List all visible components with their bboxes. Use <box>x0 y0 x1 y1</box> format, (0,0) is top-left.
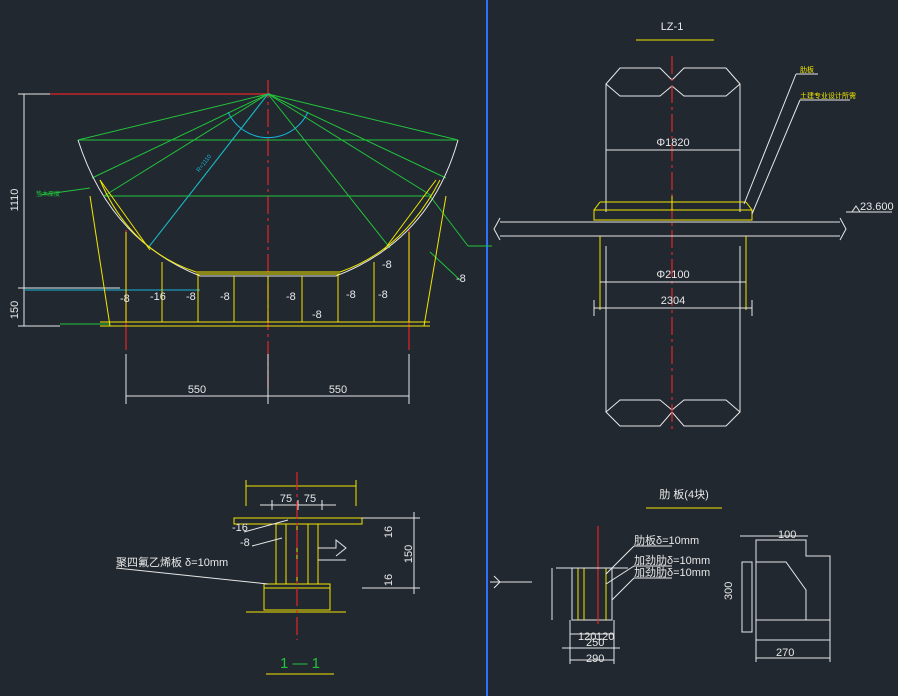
rib-detail-right <box>755 539 831 621</box>
saddle-arc <box>77 139 459 277</box>
svg-text:-8: -8 <box>378 289 388 301</box>
svg-text:-8: -8 <box>312 309 322 321</box>
svg-text:-16: -16 <box>150 291 166 303</box>
angle-arc <box>227 111 309 139</box>
column-lz1-elevation: LZ-1 Φ1820 23.600 肋板 土建专业设计所需 <box>493 21 894 430</box>
svg-text:16: 16 <box>383 526 395 538</box>
svg-text:300: 300 <box>723 582 735 600</box>
top-plate <box>233 517 363 525</box>
svg-text:16: 16 <box>383 574 395 586</box>
svg-text:Φ1820: Φ1820 <box>656 137 689 149</box>
svg-text:-16: -16 <box>232 522 248 534</box>
side-label-text: 垫木厚度 <box>36 190 60 198</box>
svg-text:250: 250 <box>586 637 604 649</box>
radius-line <box>147 93 269 249</box>
svg-text:290: 290 <box>586 653 604 665</box>
svg-text:75: 75 <box>280 493 292 505</box>
svg-text:-8: -8 <box>120 293 130 305</box>
svg-text:加劲肋δ=10mm: 加劲肋δ=10mm <box>634 553 710 567</box>
rib-plate-details: 肋 板(4块) 120 120 250 290 肋板δ=10mm 加劲肋δ=10… <box>490 487 831 665</box>
ptfe-note-text: 聚四氟乙烯板 δ=10mm <box>116 555 228 569</box>
svg-text:-8: -8 <box>220 291 230 303</box>
svg-text:加劲肋δ=10mm: 加劲肋δ=10mm <box>634 565 710 579</box>
svg-text:-8: -8 <box>456 273 466 285</box>
svg-text:270: 270 <box>776 647 794 659</box>
elevation-text: 23.600 <box>860 201 894 213</box>
svg-text:120: 120 <box>578 631 596 643</box>
svg-text:75: 75 <box>304 493 316 505</box>
column-title: LZ-1 <box>661 21 684 33</box>
dim-550-left-text: 550 <box>188 384 206 396</box>
radius-text: R=1110 <box>196 153 214 173</box>
column-bottom-break <box>605 399 741 427</box>
svg-text:-8: -8 <box>286 291 296 303</box>
svg-text:肋板δ=10mm: 肋板δ=10mm <box>634 533 699 547</box>
column-ring-plate <box>593 209 753 221</box>
section-title: 1 — 1 <box>280 655 320 672</box>
svg-text:-8: -8 <box>346 289 356 301</box>
width-2304-text: 2304 <box>661 295 685 307</box>
saddle-support-elevation: 1110 150 垫木厚度 R=1110 <box>9 80 492 404</box>
column-top-break <box>605 67 741 97</box>
svg-text:-8: -8 <box>382 259 392 271</box>
svg-text:肋板: 肋板 <box>800 65 814 74</box>
svg-text:Φ2100: Φ2100 <box>656 269 689 281</box>
svg-text:120: 120 <box>596 631 614 643</box>
svg-text:100: 100 <box>778 529 796 541</box>
dim-1110-text: 1110 <box>9 189 21 212</box>
bottom-plate <box>263 583 331 589</box>
svg-text:150: 150 <box>403 545 415 563</box>
rib-title: 肋 板(4块) <box>659 487 709 501</box>
svg-text:-8: -8 <box>240 537 250 549</box>
svg-text:-8: -8 <box>186 291 196 303</box>
dim-150-text: 150 <box>9 301 21 319</box>
svg-text:土建专业设计所需: 土建专业设计所需 <box>800 91 856 100</box>
section-1-1: 75 75 -16 -8 16 150 16 聚四氟乙烯板 δ=10mm 1 —… <box>115 472 420 675</box>
dim-550-right-text: 550 <box>329 384 347 396</box>
